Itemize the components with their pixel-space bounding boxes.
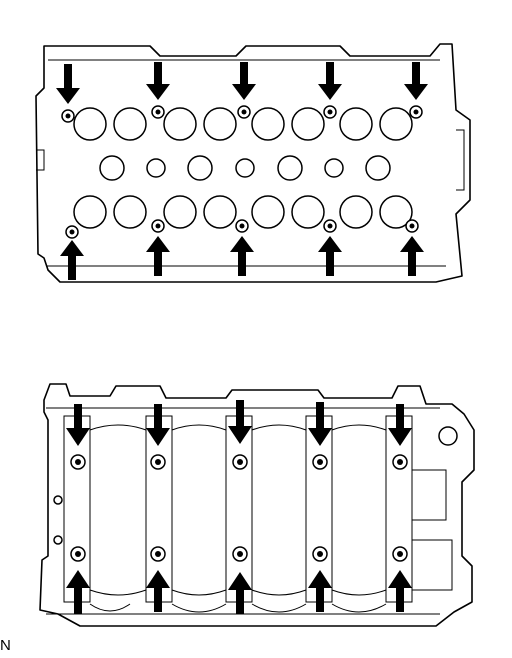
arrow-down-icon — [318, 62, 342, 100]
arrow-down-icon — [56, 64, 80, 104]
bottom-lower-bolts — [70, 546, 408, 562]
arrow-up-icon — [66, 570, 90, 614]
bottom-upper-arrows — [66, 400, 412, 446]
top-head-left-tab — [36, 149, 45, 171]
arrow-up-icon — [388, 570, 412, 612]
top-view-cylinder-head — [35, 43, 471, 283]
arrow-down-icon — [66, 404, 90, 446]
arrow-down-icon — [146, 404, 170, 446]
arrow-down-icon — [228, 400, 252, 444]
arrow-up-icon — [400, 236, 424, 276]
top-upper-ports — [73, 107, 413, 141]
arrow-up-icon — [308, 570, 332, 612]
top-lower-arrows — [60, 236, 424, 280]
bottom-side-details — [53, 426, 458, 613]
arrow-up-icon — [230, 236, 254, 276]
arrow-down-icon — [146, 62, 170, 100]
arrow-up-icon — [318, 236, 342, 276]
arrow-down-icon — [388, 404, 412, 446]
top-lower-bolts — [65, 219, 419, 239]
bottom-view-camshaft-housing — [39, 383, 475, 627]
top-upper-bolts — [61, 105, 423, 123]
corner-label: N — [0, 637, 11, 654]
top-upper-arrows — [56, 62, 428, 104]
arrow-up-icon — [60, 240, 84, 280]
top-head-side-tab — [456, 129, 465, 191]
arrow-up-icon — [146, 570, 170, 612]
top-lower-ports — [73, 195, 413, 229]
bottom-cam-bores — [89, 424, 387, 596]
bottom-lower-arrows — [66, 570, 412, 614]
arrow-down-icon — [308, 402, 332, 446]
bottom-housing-outline — [39, 383, 475, 627]
top-middle-wells — [99, 155, 391, 181]
arrow-down-icon — [404, 62, 428, 100]
bottom-upper-bolts — [70, 454, 408, 470]
arrow-up-icon — [146, 236, 170, 276]
top-head-outline — [35, 43, 471, 283]
arrow-up-icon — [228, 572, 252, 614]
bottom-journal-caps — [63, 415, 413, 603]
arrow-down-icon — [232, 62, 256, 100]
